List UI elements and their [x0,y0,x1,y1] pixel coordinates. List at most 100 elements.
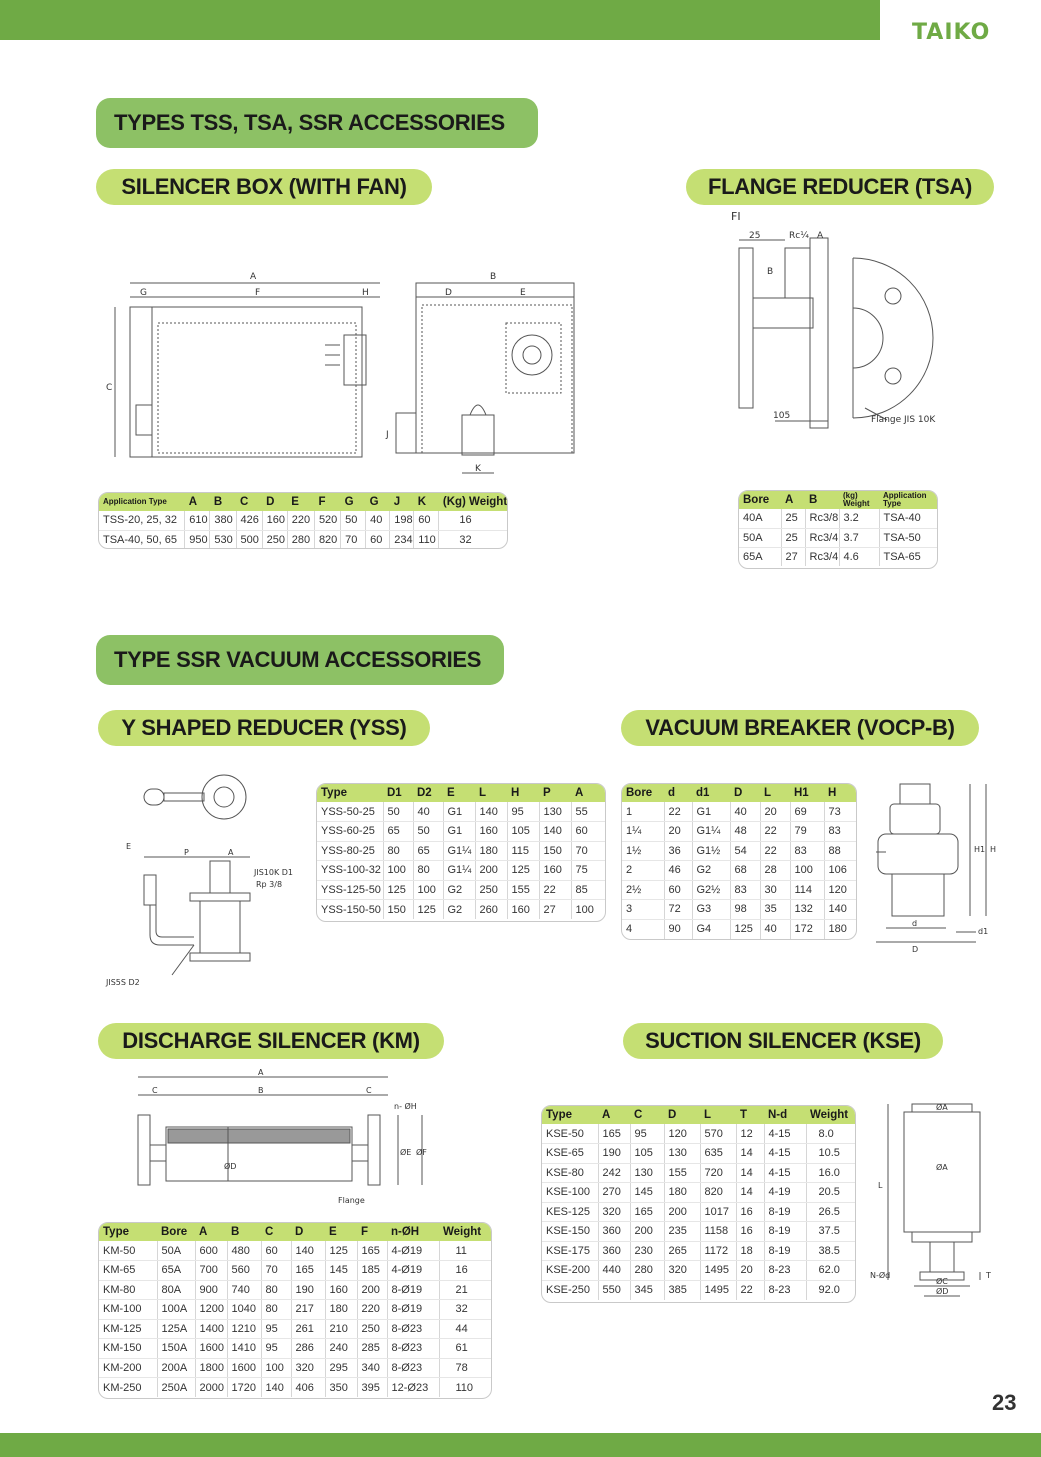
table-cell: 83 [790,841,825,861]
yss-label-jis5s: JIS5S D2 [105,978,140,987]
table-cell: 16 [439,1260,491,1281]
table-cell: 50 [413,821,444,842]
table-cell: 242 [598,1163,631,1183]
table-cell: 180 [664,1182,701,1203]
sb-label-j: J [385,430,389,440]
table-row: 40A 25 Rc3/8 3.2 TSA-40 [739,509,937,529]
table-cell: 700 [195,1260,228,1281]
table-cell: YSS-50-25 [317,802,384,822]
col-type: Type [317,784,383,802]
table-cell: 22 [760,841,791,861]
table-cell: 406 [291,1377,326,1397]
suction-silencer-drawing: ØA ØA L ØC ØD N-Ød T [868,1098,1008,1308]
table-cell: 83 [824,821,856,842]
table-cell: 190 [291,1280,326,1300]
table-cell: 20 [736,1260,765,1281]
sb-label-e: E [520,288,526,298]
table-cell: 820 [314,530,342,548]
table-cell: 380 [209,511,237,531]
table-cell: 16 [736,1202,765,1222]
table-cell: 130 [630,1163,665,1183]
table-cell: KM-250 [99,1377,158,1397]
table-cell: 2000 [195,1377,228,1397]
table-cell: 70 [340,530,367,548]
table-cell: 160 [507,899,540,919]
table-cell: 8-23 [764,1260,807,1281]
col-weight: Weight [439,1223,491,1241]
table-cell: 62.0 [806,1260,855,1281]
table-cell: 635 [700,1143,737,1164]
sb-label-b: B [490,272,496,282]
col-nd: N-d [764,1106,806,1124]
silencer-box-title: SILENCER BOX (WITH FAN) [96,169,432,205]
table-cell: G3 [692,899,731,920]
table-cell: 40 [413,802,444,822]
table-cell: 98 [730,899,761,920]
col-h: H [824,784,856,802]
table-cell: G1¼ [443,841,476,861]
table-cell: 60 [365,530,391,548]
table-cell: 150A [157,1338,196,1359]
flange-reducer-drawing: FI 25 Rc¼ A B 105 Flange JIS 10K [725,208,955,438]
col-a: A [184,493,210,511]
table-cell: KSE-65 [542,1143,599,1164]
table-cell: 280 [287,530,315,548]
discharge-silencer-header-row: Type Bore A B C D E F n-ØH Weight [99,1223,491,1241]
suction-silencer-title: SUCTION SILENCER (KSE) [623,1023,943,1059]
col-l: L [475,784,507,802]
table-cell: 320 [664,1260,701,1281]
kse-label-t: T [985,1271,991,1280]
col-bore: Bore [157,1223,195,1241]
table-cell: 20.5 [806,1182,855,1203]
col-b: B [805,491,839,509]
y-reducer-title-text: Y SHAPED REDUCER (YSS) [121,715,407,740]
table-cell: 70 [261,1260,292,1281]
table-cell: 2½ [622,880,665,900]
table-cell: 180 [475,841,508,861]
vb-label-d1: d1 [978,927,988,936]
table-cell: 340 [357,1358,388,1378]
km-label-c2: C [366,1086,372,1095]
table-cell: 125 [383,880,414,900]
sb-label-h: H [362,288,369,298]
table-cell: 27 [539,899,572,919]
table-cell: 145 [630,1182,665,1203]
table-cell: 200 [357,1280,388,1300]
col-h1: H1 [790,784,824,802]
yss-label-a: A [228,848,234,857]
table-cell: 720 [700,1163,737,1183]
km-label-c1: C [152,1086,158,1095]
table-cell: 130 [539,802,572,822]
table-cell: 130 [664,1143,701,1164]
table-cell: 285 [357,1338,388,1359]
table-cell: 220 [357,1299,388,1320]
table-cell: KM-200 [99,1358,158,1378]
yss-label-p: P [184,848,189,857]
table-cell: 80 [383,841,414,861]
table-cell: 740 [227,1280,262,1300]
table-cell: 4 [622,919,665,939]
table-cell: 1210 [227,1319,262,1339]
table-cell: 250 [475,880,508,900]
table-cell: 11 [439,1241,491,1261]
table-cell: 20 [760,802,791,822]
table-cell: G2½ [692,880,731,900]
table-cell: 8-19 [764,1221,807,1242]
table-cell: 8-Ø19 [387,1280,440,1300]
discharge-silencer-title-text: DISCHARGE SILENCER (KM) [122,1028,420,1053]
table-cell: 155 [664,1163,701,1183]
table-cell: 198 [389,511,415,531]
fr-label-a: A [817,231,824,241]
table-cell: KM-125 [99,1319,158,1339]
table-cell: 295 [325,1358,358,1378]
table-cell: 72 [664,899,693,920]
table-cell: 110 [455,1381,474,1394]
table-cell: 155 [507,880,540,900]
